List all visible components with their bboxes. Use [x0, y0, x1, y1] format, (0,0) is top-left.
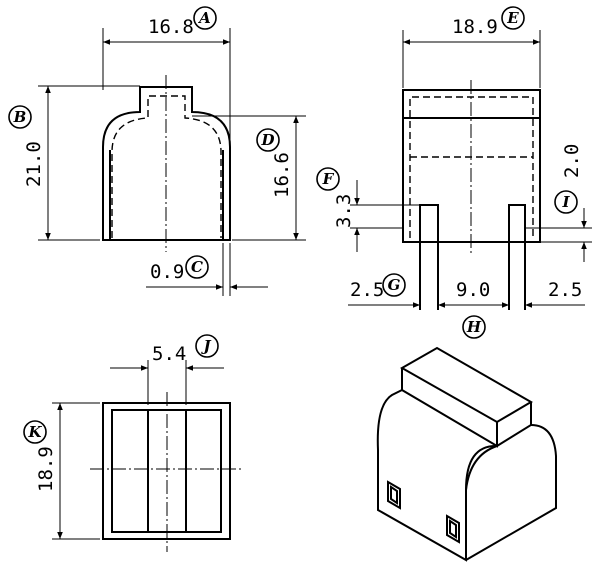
label-g-text: G	[388, 276, 401, 294]
dim-i-value: 2.0	[561, 144, 583, 178]
label-e: E	[501, 6, 525, 30]
dim-c-value: 0.9	[150, 261, 184, 283]
label-g: G	[382, 273, 406, 297]
side-view: 18.9 3.3 2.0 2.5 9.0 2.5	[333, 16, 592, 310]
label-i-text: I	[561, 193, 570, 211]
dim-e-value: 18.9	[452, 16, 498, 38]
label-j: J	[195, 334, 219, 358]
dim-h-value: 9.0	[456, 279, 490, 301]
front-view: 16.8 21.0 16.6 0.9	[23, 16, 306, 296]
label-f: F	[316, 167, 340, 191]
label-a-text: A	[197, 9, 211, 27]
label-b: B	[8, 105, 32, 129]
label-c-text: C	[191, 258, 203, 276]
label-e-text: E	[506, 9, 519, 27]
top-view: 5.4 18.9	[35, 343, 244, 552]
label-d: D	[256, 128, 280, 152]
label-b-text: B	[13, 108, 27, 126]
dim-b-value: 21.0	[23, 141, 45, 187]
dim-f-value: 3.3	[333, 194, 355, 228]
label-d-text: D	[260, 131, 274, 149]
label-k-text: K	[27, 423, 42, 441]
isometric-view	[376, 346, 557, 562]
label-i: I	[554, 190, 578, 214]
dim-k-value: 18.9	[35, 446, 57, 492]
dim-h-right-value: 2.5	[548, 279, 582, 301]
dim-j-value: 5.4	[152, 343, 186, 365]
dim-g-value: 2.5	[350, 279, 384, 301]
label-h-text: H	[466, 318, 482, 336]
label-f-text: F	[322, 170, 335, 188]
dim-a-value: 16.8	[148, 16, 194, 38]
label-a: A	[193, 6, 217, 30]
label-h: H	[462, 315, 486, 339]
label-c: C	[185, 255, 209, 279]
label-j-text: J	[200, 337, 211, 355]
dim-d-value: 16.6	[271, 152, 293, 198]
label-k: K	[23, 420, 47, 444]
